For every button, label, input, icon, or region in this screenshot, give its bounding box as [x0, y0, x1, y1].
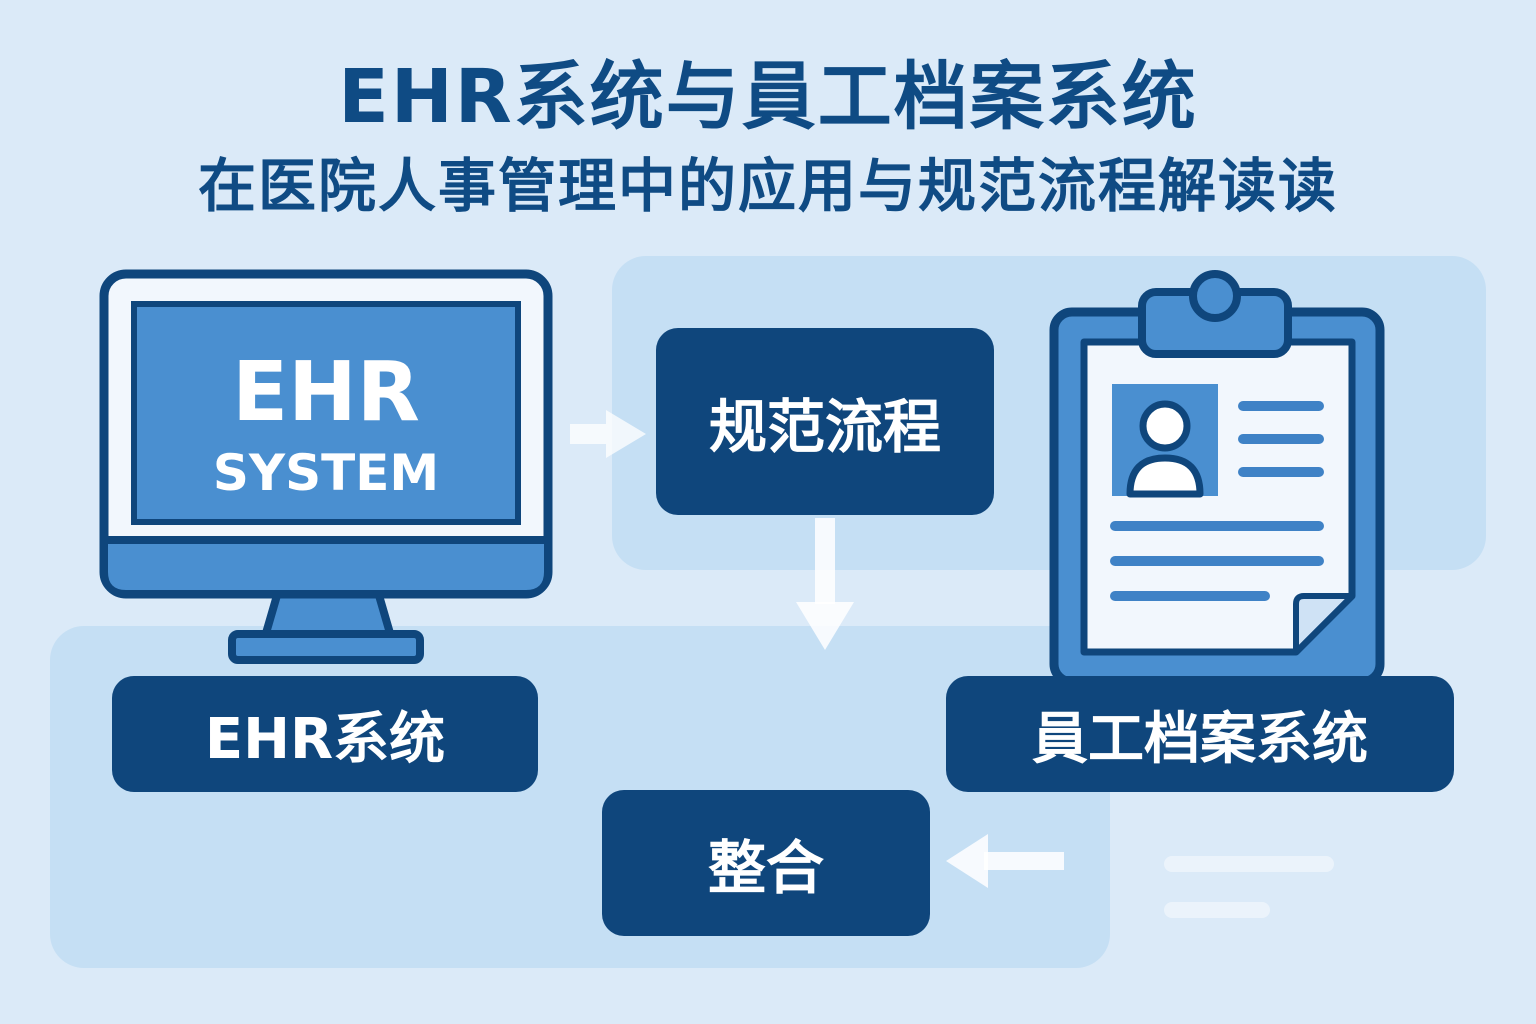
person-head-icon: [1139, 400, 1191, 452]
page-title: EHR系统与員工档案系统: [338, 54, 1198, 140]
process-node: 规范流程: [656, 328, 994, 515]
arrow-down-icon: [796, 518, 854, 650]
staff-record-system-label: 員工档案系统: [946, 676, 1454, 792]
integrate-node: 整合: [602, 790, 930, 936]
person-body-icon: [1126, 454, 1204, 498]
screen-subtitle: SYSTEM: [213, 444, 439, 502]
document-lines: [1110, 401, 1324, 601]
monitor-screen: [131, 301, 521, 525]
ehr-system-label: EHR系统: [112, 676, 538, 792]
decorative-lines: [1164, 856, 1334, 918]
arrow-right-icon: [570, 410, 646, 458]
clip-ring: [1189, 270, 1241, 322]
paper-fold-icon: [1293, 593, 1355, 655]
page-subtitle: 在医院人事管理中的应用与规范流程解读读: [197, 152, 1338, 220]
arrow-left-icon: [946, 834, 1064, 888]
monitor-stand-base: [228, 630, 424, 664]
screen-title: EHR: [232, 345, 420, 440]
monitor-chin: [108, 540, 544, 590]
